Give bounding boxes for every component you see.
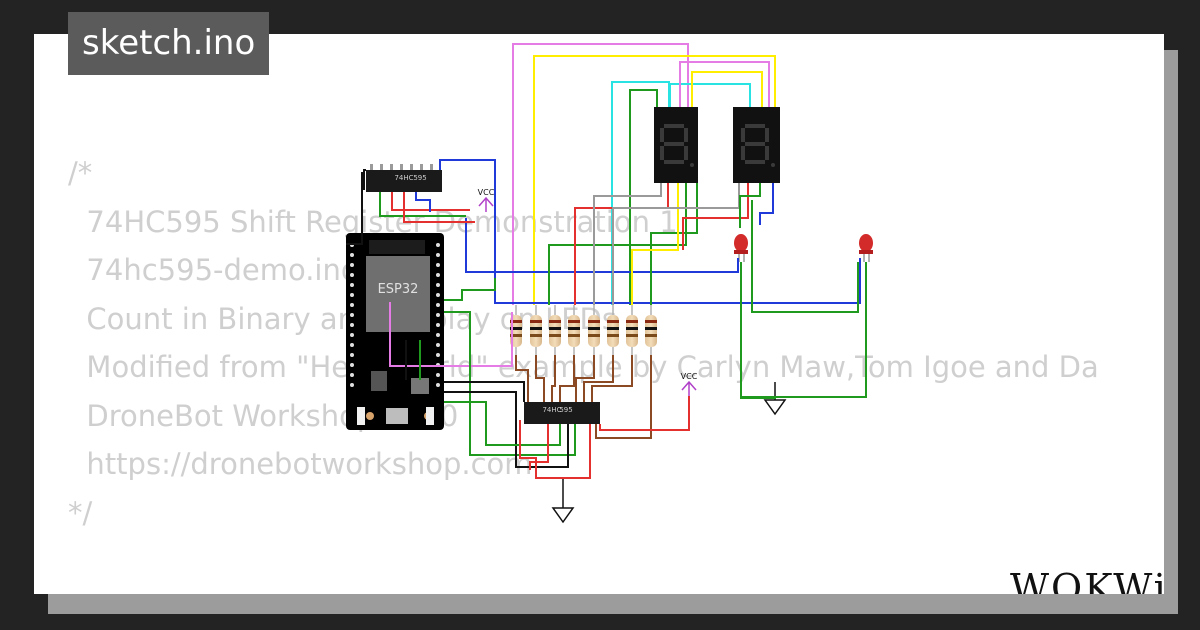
esp32-board[interactable]: ESP32 [346,233,444,430]
code-line: https://dronebotworkshop.com [68,447,533,481]
wokwi-logo: WOKWi [1010,566,1164,594]
esp32-label: ESP32 [378,282,419,297]
code-line: 74hc595-demo.ino [68,253,359,287]
ic-label-top: 74HC [542,406,561,414]
shift-register-bottom[interactable]: 74HC 595 [524,402,600,424]
wires [346,43,867,479]
esp32-pins [350,243,440,387]
shift-register-top[interactable]: 74HC 595 [366,164,442,192]
resistor-array[interactable] [510,305,657,355]
circuit-diagram: ESP32 74HC 595 74HC 595 [346,43,873,524]
seven-segment-display-1[interactable] [654,107,698,183]
ic-label-bottom: 595 [559,406,572,414]
svg-text:VCC: VCC [681,372,698,381]
code-line: /* [68,156,93,190]
code-line: */ [68,495,93,530]
preview-card: /* 74HC595 Shift Register Demonstration … [34,34,1164,594]
ground-symbol-1 [551,478,575,524]
svg-text:VCC: VCC [478,188,495,197]
svg-text:WOKWi: WOKWi [1010,566,1164,594]
ic-label-top: 74HC [394,174,413,182]
vcc-marker-top: VCC [478,188,495,212]
vcc-marker-bottom: VCC [681,372,698,396]
file-title-tab[interactable]: sketch.ino [68,12,270,75]
code-line: Modified from "Hello World" example by C… [68,350,1099,384]
seven-segment-display-2[interactable] [733,107,780,183]
ic-label-bottom: 595 [413,174,426,182]
led-1[interactable] [734,234,748,262]
led-2[interactable] [859,234,873,262]
